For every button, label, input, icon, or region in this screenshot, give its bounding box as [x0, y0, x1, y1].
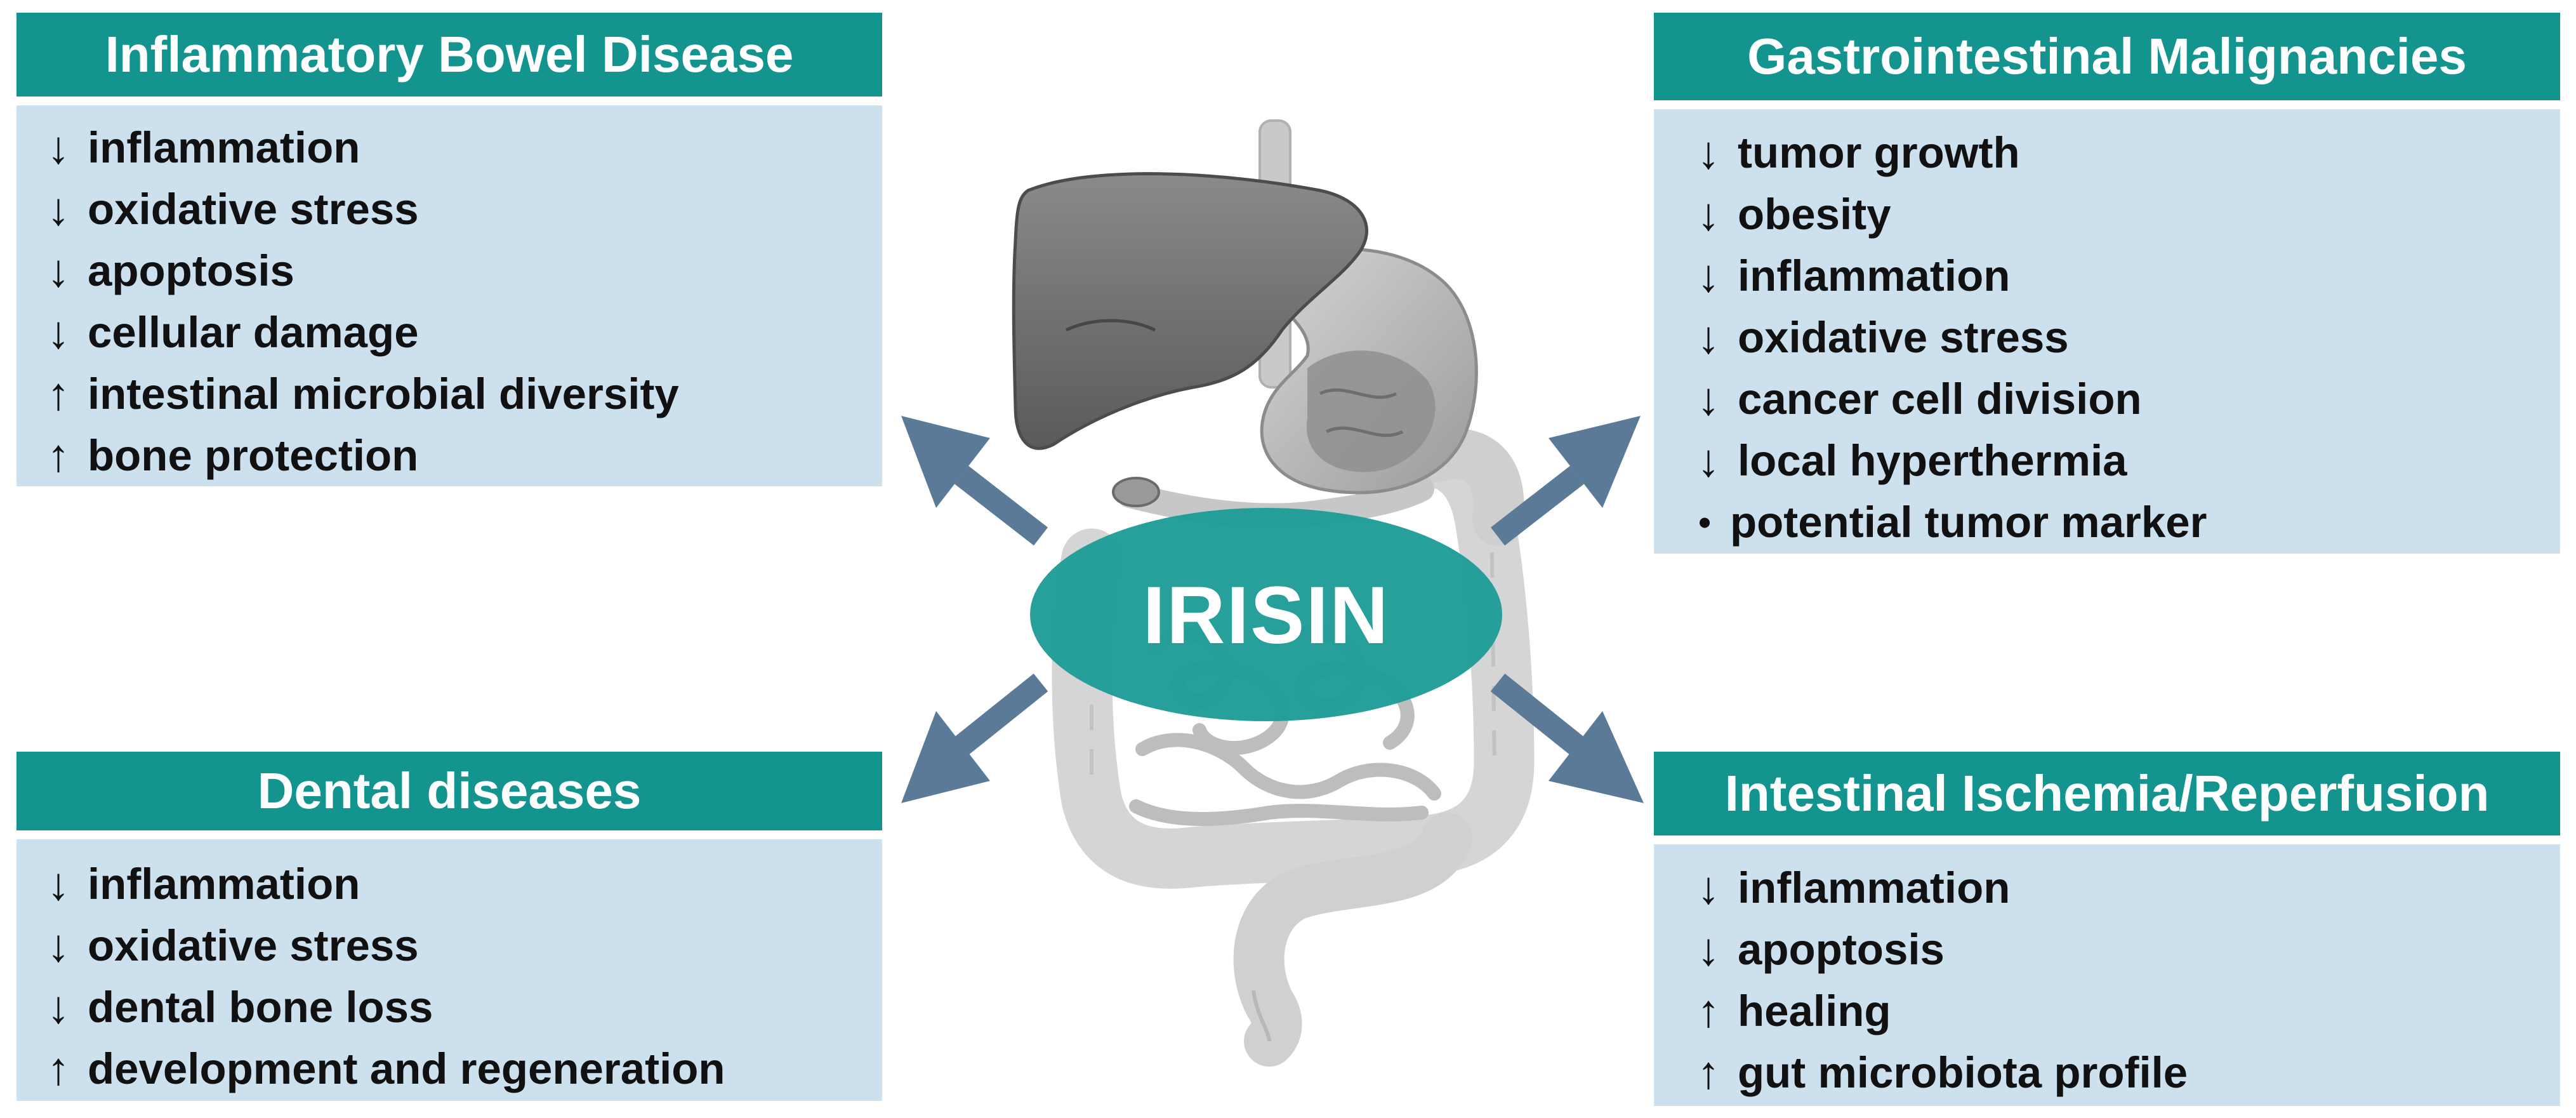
arrow-down-icon: ↓ [47, 307, 70, 358]
arrow-up-icon: ↑ [1697, 985, 1720, 1037]
arrow-to-ibd [954, 465, 1048, 546]
item-text: local hyperthermia [1738, 436, 2127, 485]
arrow-up-icon: ↑ [47, 1043, 70, 1095]
arrow-down-icon: ↓ [47, 982, 70, 1033]
item-text: cancer cell division [1738, 375, 2142, 423]
liver-shape [1012, 172, 1368, 450]
arrow-down-icon: ↓ [1697, 189, 1720, 240]
item-text: inflammation [1738, 863, 2011, 912]
arrow-down-icon: ↓ [47, 858, 70, 910]
item-text: dental bone loss [88, 983, 433, 1032]
irisin-ellipse [1030, 508, 1502, 721]
list-item: ↓ obesity [1679, 183, 2560, 245]
list-item: ↓ cellular damage [29, 302, 882, 363]
panel-ibd-title: Inflammatory Bowel Disease [17, 13, 882, 96]
arrow-down-icon: ↓ [1697, 373, 1720, 425]
panel-dental-diseases: Dental diseases ↓ inflammation ↓ oxidative… [17, 752, 882, 1101]
item-text: potential tumor marker [1730, 498, 2207, 547]
arrow-down-icon: ↓ [47, 183, 70, 235]
item-text: oxidative stress [88, 921, 419, 970]
item-text: bone protection [88, 431, 419, 480]
list-item: ↓ inflammation [29, 117, 882, 178]
bullet-icon: • [1698, 502, 1711, 542]
arrow-up-icon: ↑ [1697, 1047, 1720, 1098]
arrow-down-icon: ↓ [1697, 924, 1720, 975]
arrow-to-gi [1490, 465, 1585, 546]
panel-intestinal-ischemia: Intestinal Ischemia/Reperfusion ↓ inflamm… [1654, 752, 2560, 1106]
irisin-label: IRISIN [1142, 570, 1390, 661]
item-text: healing [1738, 987, 1891, 1035]
item-text: inflammation [88, 860, 360, 908]
list-item: ↓ local hyperthermia [1679, 430, 2560, 491]
arrows [901, 416, 1644, 803]
arrow-down-icon: ↓ [1697, 435, 1720, 486]
panel-ibd-list: ↓ inflammation ↓ oxidative stress ↓ apoptos… [17, 105, 882, 486]
arrow-down-icon: ↓ [47, 245, 70, 296]
arrow-down-icon: ↓ [1697, 312, 1720, 363]
item-text: tumor growth [1738, 128, 2020, 177]
item-text: development and regeneration [88, 1044, 725, 1093]
list-item: ↓ tumor growth [1679, 122, 2560, 183]
arrowhead-ibd [901, 416, 990, 508]
list-item: ↓ apoptosis [29, 240, 882, 302]
list-item: ↑ development and regeneration [29, 1038, 882, 1100]
list-item: ↓ oxidative stress [1679, 307, 2560, 368]
panel-gi-title: Gastrointestinal Malignancies [1654, 13, 2560, 100]
panel-ibd: Inflammatory Bowel Disease ↓ inflammation… [17, 13, 882, 486]
list-item: ↓ inflammation [29, 853, 882, 915]
arrow-down-icon: ↓ [47, 920, 70, 971]
arrowhead-gi [1549, 416, 1641, 508]
arrow-down-icon: ↓ [47, 122, 70, 173]
list-item: ↓ cancer cell division [1679, 368, 2560, 430]
arrow-down-icon: ↓ [1697, 250, 1720, 302]
rectum-shape [1233, 813, 1472, 1067]
item-text: oxidative stress [88, 185, 419, 234]
list-item: ↓ oxidative stress [29, 178, 882, 240]
list-item: ↓ apoptosis [1679, 919, 2560, 980]
list-item: ↑ bone protection [29, 425, 882, 486]
panel-gi-list: ↓ tumor growth ↓ obesity ↓ inflammation ↓ ox… [1654, 109, 2560, 554]
list-item: ↓ inflammation [1679, 857, 2560, 919]
arrow-to-iir [1490, 673, 1585, 755]
list-item: ↓ oxidative stress [29, 915, 882, 976]
arrow-down-icon: ↓ [1697, 862, 1720, 914]
list-item: ↑ healing [1679, 980, 2560, 1042]
item-text: cellular damage [88, 308, 419, 357]
item-text: inflammation [88, 123, 360, 172]
list-item: • potential tumor marker [1679, 491, 2560, 553]
list-item: ↑ intestinal microbial diversity [29, 363, 882, 425]
arrowhead-iir [1549, 711, 1644, 803]
panel-dental-title: Dental diseases [17, 752, 882, 830]
list-item: ↓ dental bone loss [29, 976, 882, 1038]
panel-dental-list: ↓ inflammation ↓ oxidative stress ↓ dental … [17, 839, 882, 1101]
arrow-up-icon: ↑ [47, 430, 70, 481]
item-text: oxidative stress [1738, 313, 2069, 362]
arrowhead-dental [901, 711, 990, 803]
panel-gi-malignancies: Gastrointestinal Malignancies ↓ tumor gro… [1654, 13, 2560, 554]
gallbladder-shape [1112, 477, 1160, 507]
item-text: inflammation [1738, 251, 2011, 300]
item-text: gut microbiota profile [1738, 1048, 2188, 1097]
item-text: obesity [1738, 190, 1891, 239]
arrow-to-dental [954, 673, 1048, 755]
panel-iir-title: Intestinal Ischemia/Reperfusion [1654, 752, 2560, 835]
list-item: ↓ inflammation [1679, 245, 2560, 307]
item-text: apoptosis [88, 246, 294, 295]
arrow-up-icon: ↑ [47, 368, 70, 420]
panel-iir-list: ↓ inflammation ↓ apoptosis ↑ healing ↑ gut m… [1654, 844, 2560, 1106]
item-text: apoptosis [1738, 925, 1945, 974]
list-item: ↑ gut microbiota profile [1679, 1042, 2560, 1103]
item-text: intestinal microbial diversity [88, 369, 679, 418]
arrow-down-icon: ↓ [1697, 127, 1720, 178]
